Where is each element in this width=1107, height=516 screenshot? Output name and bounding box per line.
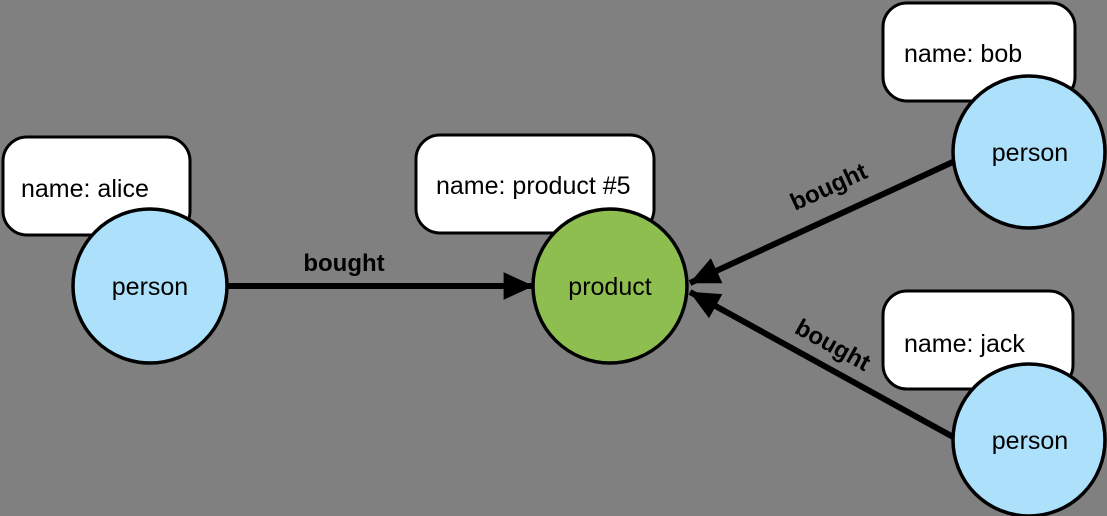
product-node-circle bbox=[531, 207, 689, 365]
person-node-circle bbox=[951, 74, 1107, 230]
edge-alice-bought-product: bought bbox=[227, 250, 534, 300]
node-label: product bbox=[568, 273, 651, 301]
property-text-alice: name: alice bbox=[21, 175, 149, 203]
node-person-bob: person bbox=[951, 74, 1107, 230]
property-text-product: name: product #5 bbox=[436, 172, 631, 200]
property-box bbox=[414, 133, 656, 235]
property-text-jack: name: jack bbox=[904, 330, 1025, 358]
node-person-alice: person bbox=[71, 207, 229, 365]
node-label: person bbox=[112, 273, 188, 301]
node-label: person bbox=[992, 427, 1068, 455]
person-node-circle bbox=[951, 362, 1107, 516]
property-box-product: name: product #5 bbox=[414, 133, 656, 235]
node-product-5: product bbox=[531, 207, 689, 365]
edge-label: bought bbox=[303, 250, 384, 277]
property-text-bob: name: bob bbox=[904, 40, 1022, 68]
node-label: person bbox=[992, 139, 1068, 167]
edge-line bbox=[688, 158, 957, 286]
person-node-circle bbox=[71, 207, 229, 365]
node-person-jack: person bbox=[951, 362, 1107, 516]
edge-line bbox=[688, 289, 957, 441]
